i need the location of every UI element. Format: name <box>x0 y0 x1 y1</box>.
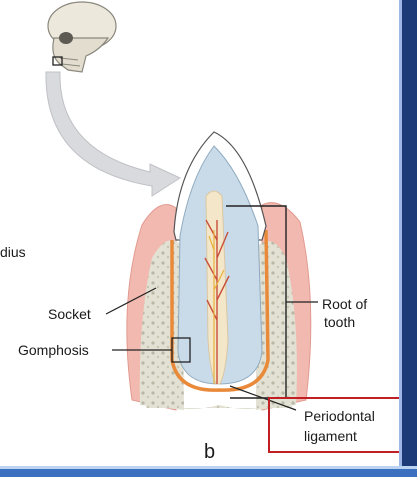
socket-leader <box>105 287 157 315</box>
rail-edge <box>399 0 402 477</box>
periodontal-leader <box>229 385 297 411</box>
zoom-arrow <box>45 71 182 197</box>
right-rail <box>402 0 417 477</box>
periodontal-label-line1: Periodontal <box>304 408 375 424</box>
panel-letter: b <box>204 441 216 463</box>
bottom-band <box>0 466 417 477</box>
socket-label: Socket <box>48 306 91 322</box>
skull-icon <box>47 1 117 73</box>
periodontal-label-line2: ligament <box>304 428 357 444</box>
gomphosis-label: Gomphosis <box>18 342 89 358</box>
root-label-line1: Root of <box>322 296 368 312</box>
gomphosis-marker <box>171 337 191 363</box>
periodontal-ligament <box>170 229 270 392</box>
pulp-vessels <box>204 219 230 384</box>
bottom-band-highlight <box>0 466 417 469</box>
highlight-box <box>268 397 417 453</box>
zoom-marker <box>52 56 63 66</box>
root-label-line2: tooth <box>324 314 356 330</box>
partial-label: dius <box>0 244 26 260</box>
